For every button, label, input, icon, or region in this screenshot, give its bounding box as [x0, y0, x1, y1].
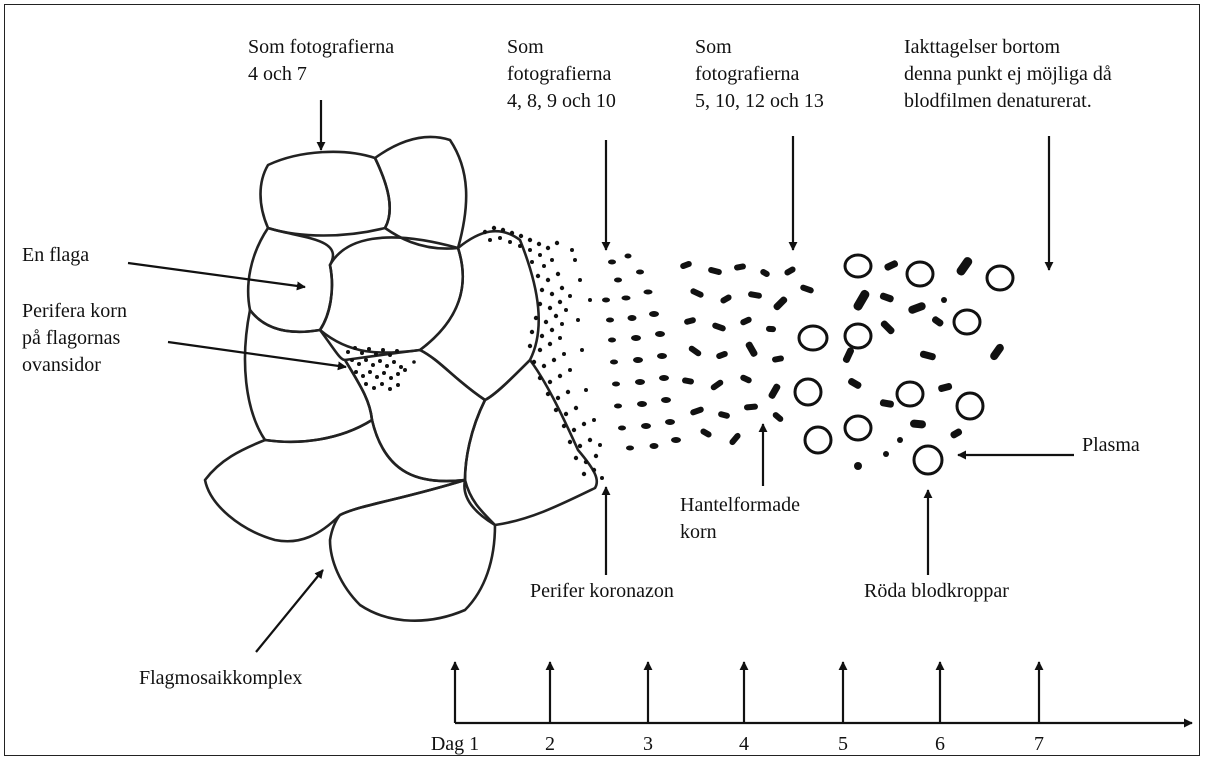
corona-zone-stipple	[483, 226, 604, 480]
timeline-label-2: 2	[545, 733, 555, 755]
timeline-label-3: 3	[643, 733, 653, 755]
label-beyond: Iakttagelser bortom denna punkt ej möjli…	[904, 34, 1112, 115]
label-flake: En flaga	[22, 242, 89, 269]
timeline-labels: Dag 1 2 3 4 5 6 7	[431, 733, 1044, 755]
label-photos-4-8-9-10: Som fotografierna 4, 8, 9 och 10	[507, 34, 616, 115]
flake-6	[245, 310, 372, 442]
timeline-label-6: 6	[935, 733, 945, 755]
arrow-flake	[128, 263, 305, 287]
flake-10	[330, 480, 495, 621]
label-flake-mosaic: Flagmosaikkomplex	[139, 665, 302, 692]
label-photos-5-10-12-13: Som fotografierna 5, 10, 12 och 13	[695, 34, 824, 115]
dumbbell-grains	[679, 260, 814, 446]
timeline-label-5: 5	[838, 733, 848, 755]
flake-2	[375, 137, 466, 249]
timeline	[455, 662, 1192, 723]
label-dumbbell: Hantelformade korn	[680, 492, 800, 546]
flake-1	[261, 152, 390, 236]
flake-8	[464, 360, 596, 525]
flake-3	[248, 228, 333, 332]
arrow-peripheral-grains	[168, 342, 346, 367]
timeline-label-7: 7	[1034, 733, 1044, 755]
flake-5	[420, 231, 539, 400]
label-peripheral-grains: Perifera korn på flagornas ovansidor	[22, 298, 127, 379]
label-corona-zone: Perifer koronazon	[530, 578, 674, 605]
timeline-label-1: Dag 1	[431, 733, 479, 755]
label-plasma: Plasma	[1082, 432, 1140, 459]
grain-transition	[602, 254, 681, 451]
red-blood-cells	[795, 255, 1013, 474]
label-photos-4-7: Som fotografierna 4 och 7	[248, 34, 394, 88]
label-red-cells: Röda blodkroppar	[864, 578, 1009, 605]
flake-4	[320, 237, 463, 352]
label-arrows	[128, 100, 1074, 652]
timeline-label-4: 4	[739, 733, 749, 755]
flake-7	[345, 350, 485, 481]
arrow-flake-mosaic	[256, 570, 323, 652]
